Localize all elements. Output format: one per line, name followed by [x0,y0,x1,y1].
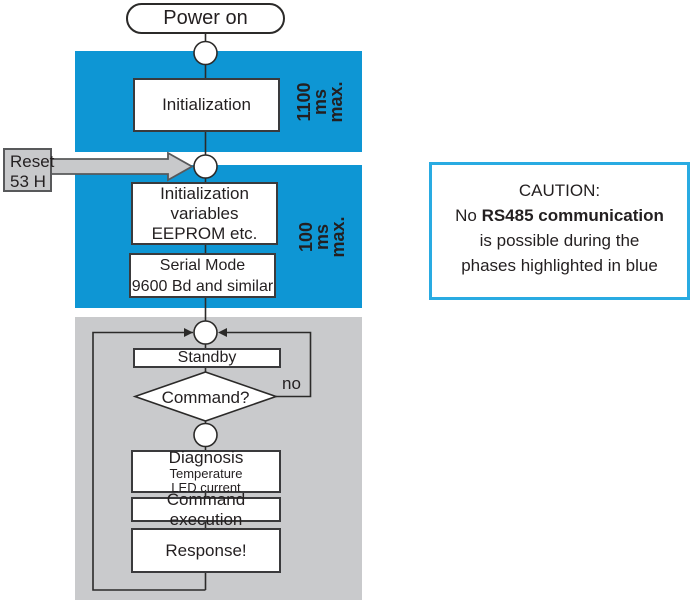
connector-node-3 [193,320,218,345]
caution-line4: phases highlighted in blue [461,256,658,275]
no-branch-arrowhead-icon [218,328,227,337]
no-branch-line [220,331,312,398]
return-loop-arrowhead-icon [184,328,193,337]
command-execution-box: Command execution [131,490,281,529]
caution-line2-normal: No [455,206,482,225]
response-box: Response! [131,528,281,573]
reset-arrow-icon [49,151,194,182]
connector-node-2 [193,154,218,179]
connector-node-4 [193,422,218,448]
initialization-variables-box: Initialization variables EEPROM etc. [131,182,278,245]
command-decision-label: Command? [161,388,250,407]
diagnosis-box: Diagnosis Temperature LED current [131,447,281,495]
return-loop-line [92,331,206,591]
caution-line2-bold: RS485 communication [481,206,664,225]
caution-title: CAUTION: [518,181,601,200]
caution-line2: No RS485 communication [432,203,687,228]
caution-note: CAUTION: No RS485 communication is possi… [429,162,690,300]
diagnosis-detail: Temperature LED current [169,465,243,495]
diagnosis-title: Diagnosis [168,447,244,467]
connector-node-1 [193,40,218,66]
caution-line3: is possible during the [479,231,640,250]
reset-box: Reset 53 H [3,148,54,192]
decision-diamond-shape [132,371,279,422]
power-on-terminal: Power on [126,3,285,34]
no-branch-label: no [282,374,301,393]
standby-box: Standby [133,348,281,368]
serial-mode-box: Serial Mode 9600 Bd and similar [129,253,276,298]
initialization-box: Initialization [133,78,280,132]
